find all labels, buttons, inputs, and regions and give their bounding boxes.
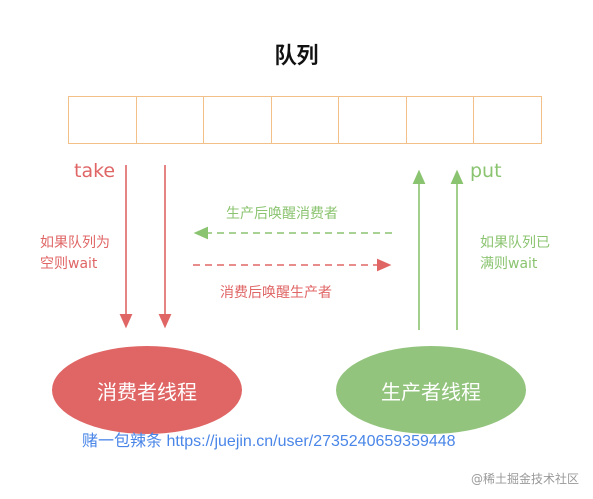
queue-cell (68, 96, 137, 144)
queue-cell (203, 96, 272, 144)
put-label: put (470, 160, 502, 182)
queue-cell (473, 96, 542, 144)
queue-box (68, 96, 542, 144)
take-label: take (74, 160, 116, 182)
producer-thread-label: 生产者线程 (381, 379, 481, 404)
queue-cell (405, 96, 475, 144)
consumer-wait-note-line2: 空则wait (40, 256, 98, 272)
queue-cell (270, 96, 340, 144)
wake-producer-label: 消费后唤醒生产者 (220, 285, 332, 301)
queue-cell (135, 96, 205, 144)
producer-wait-note-line2: 满则wait (480, 256, 538, 272)
queue-cell (338, 96, 407, 144)
producer-wait-note: 如果队列已 满则wait (480, 233, 550, 275)
consumer-wait-note-line1: 如果队列为 (40, 235, 110, 251)
consumer-thread-node: 消费者线程 (52, 346, 242, 434)
consumer-thread-label: 消费者线程 (97, 379, 197, 404)
watermark-text: 赌一包辣条 https://juejin.cn/user/27352406593… (82, 433, 456, 450)
footer-credit: @稀土掘金技术社区 (470, 472, 579, 486)
producer-wait-note-line1: 如果队列已 (480, 235, 550, 251)
diagram-title: 队列 (274, 44, 319, 69)
wake-consumer-label: 生产后唤醒消费者 (226, 206, 338, 222)
producer-thread-node: 生产者线程 (336, 346, 526, 434)
consumer-wait-note: 如果队列为 空则wait (40, 233, 110, 275)
